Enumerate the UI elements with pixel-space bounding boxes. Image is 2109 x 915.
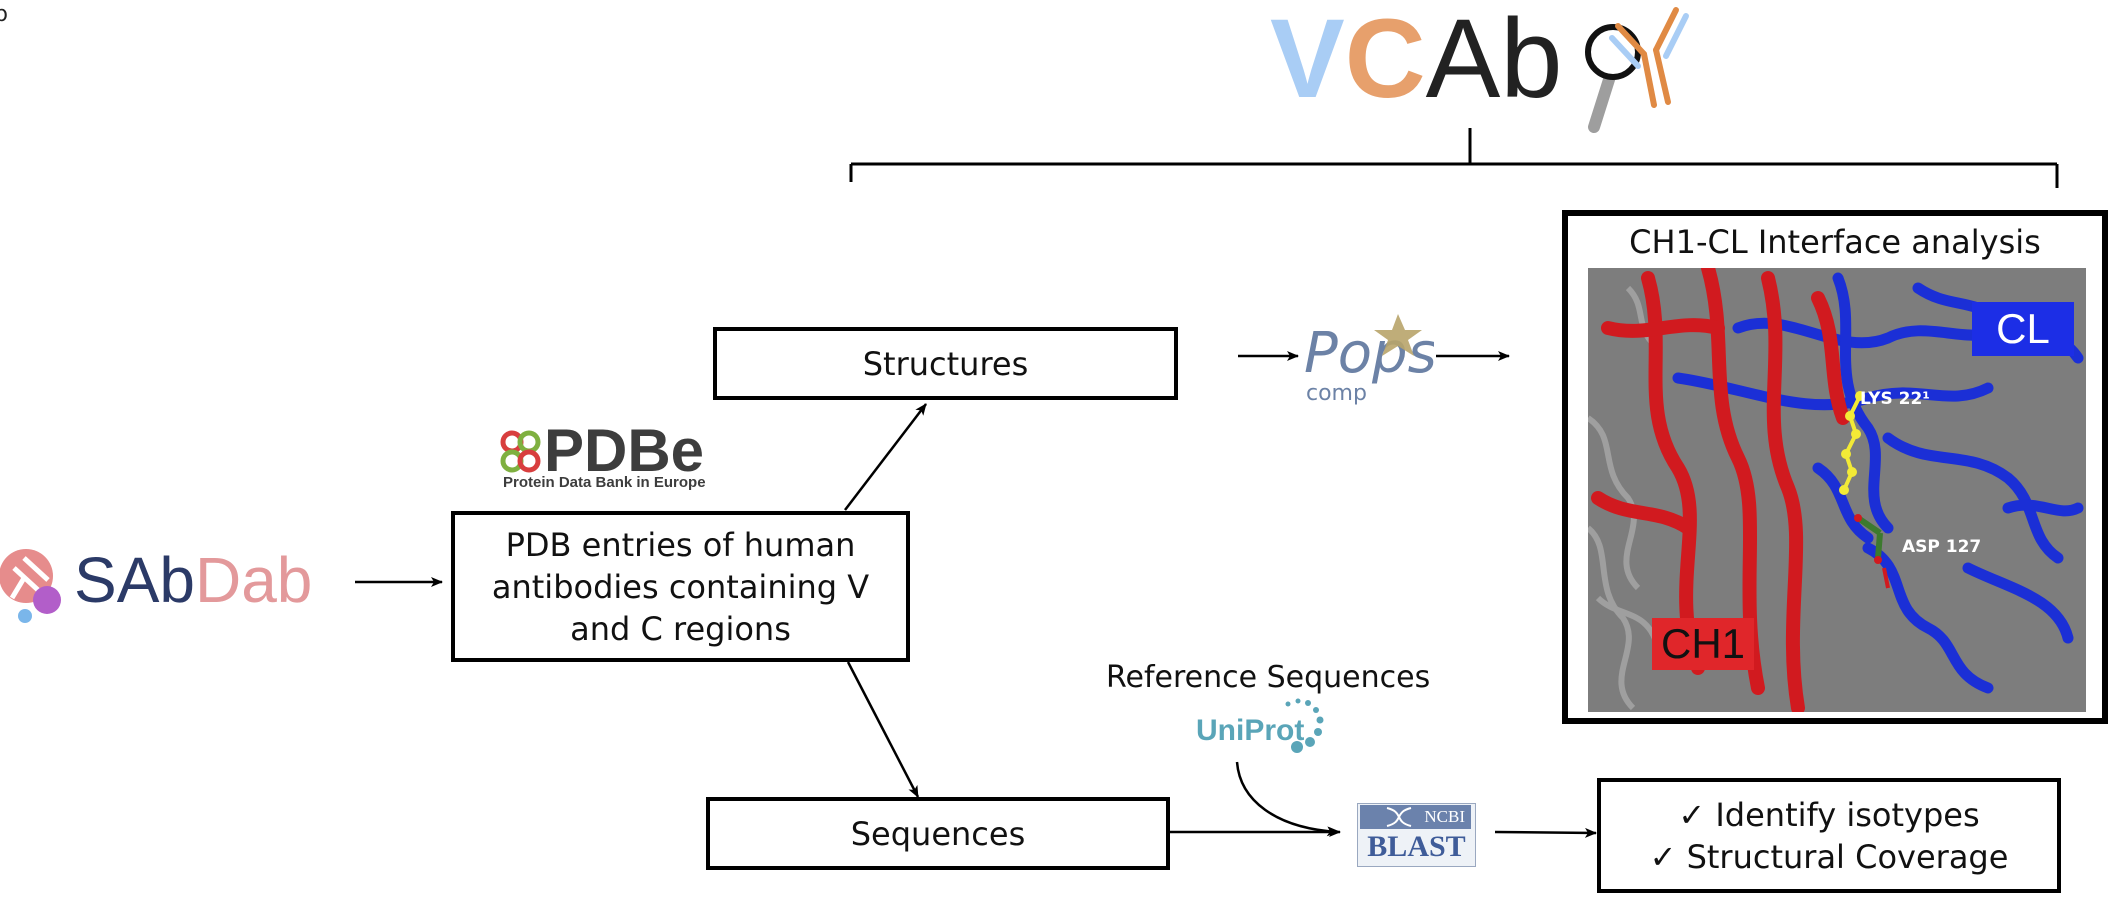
structures-box: Structures bbox=[713, 327, 1178, 400]
pdbe-logo-text: PDBe bbox=[544, 417, 705, 484]
popscomp-sub-text: comp bbox=[1306, 381, 1367, 406]
logo-letter-c: C bbox=[1344, 0, 1426, 121]
sabdab-dab-text: Dab bbox=[194, 544, 313, 616]
ncbi-text: NCBI bbox=[1424, 807, 1465, 826]
popscomp-logo: Pops comp bbox=[1304, 314, 1434, 406]
pdbe-tagline: Protein Data Bank in Europe bbox=[503, 474, 706, 491]
residue-label-lys: LYS 22¹ bbox=[1860, 389, 1930, 409]
logo-letter-v: V bbox=[1270, 0, 1345, 121]
structures-label: Structures bbox=[862, 344, 1029, 383]
dna-helix-icon bbox=[1386, 807, 1412, 827]
pdb-entries-line-3: and C regions bbox=[570, 609, 791, 648]
interface-panel-title: CH1-CL Interface analysis bbox=[1629, 223, 2041, 261]
header-bracket bbox=[849, 128, 2059, 188]
sabdab-logo-icon bbox=[0, 549, 61, 623]
logo-letters-ab: Ab bbox=[1425, 0, 1563, 121]
uniprot-text: UniProt bbox=[1196, 714, 1305, 747]
ch1-label: CH1 bbox=[1652, 618, 1754, 670]
arrow-blast-to-outputs bbox=[1494, 827, 1597, 838]
arrow-pdb-to-structures bbox=[844, 403, 927, 511]
uniprot-logo: UniProt bbox=[1196, 706, 1304, 756]
ncbi-blast-logo: NCBI BLAST bbox=[1357, 803, 1476, 867]
output-identify-isotypes: ✓ Identify isotypes bbox=[1678, 795, 1980, 834]
residue-label-asp: ASP 127 bbox=[1902, 537, 1981, 557]
cl-label: CL bbox=[1972, 302, 2074, 356]
reference-sequences-label: Reference Sequences bbox=[1106, 660, 1431, 695]
pdb-entries-line-1: PDB entries of human bbox=[505, 525, 856, 564]
magnifier-antibody-icon bbox=[1585, 7, 1689, 133]
ncbi-label: NCBI bbox=[1360, 805, 1471, 829]
outputs-box: ✓ Identify isotypes ✓ Structural Coverag… bbox=[1597, 778, 2061, 893]
uniprot-dots-icon bbox=[1285, 698, 1324, 753]
interface-panel: CH1-CL Interface analysis bbox=[1562, 210, 2108, 724]
sequences-box: Sequences bbox=[706, 797, 1170, 870]
vcab-logo: V C Ab bbox=[1270, 0, 1563, 121]
sabdab-sab-text: SAb bbox=[74, 544, 195, 616]
arrow-pdb-to-sequences bbox=[846, 661, 920, 798]
blast-text: BLAST bbox=[1367, 830, 1466, 863]
sequences-label: Sequences bbox=[850, 814, 1026, 853]
sabdab-logo: SAbDab bbox=[74, 540, 312, 620]
arrow-uniprot-to-blast bbox=[1235, 761, 1339, 837]
pdb-entries-box: PDB entries of human antibodies containi… bbox=[451, 511, 910, 662]
pdbe-logo-icon bbox=[500, 430, 541, 473]
corner-mark: b bbox=[0, 2, 8, 27]
pdb-entries-line-2: antibodies containing V bbox=[491, 567, 870, 606]
output-structural-coverage: ✓ Structural Coverage bbox=[1649, 837, 2009, 876]
